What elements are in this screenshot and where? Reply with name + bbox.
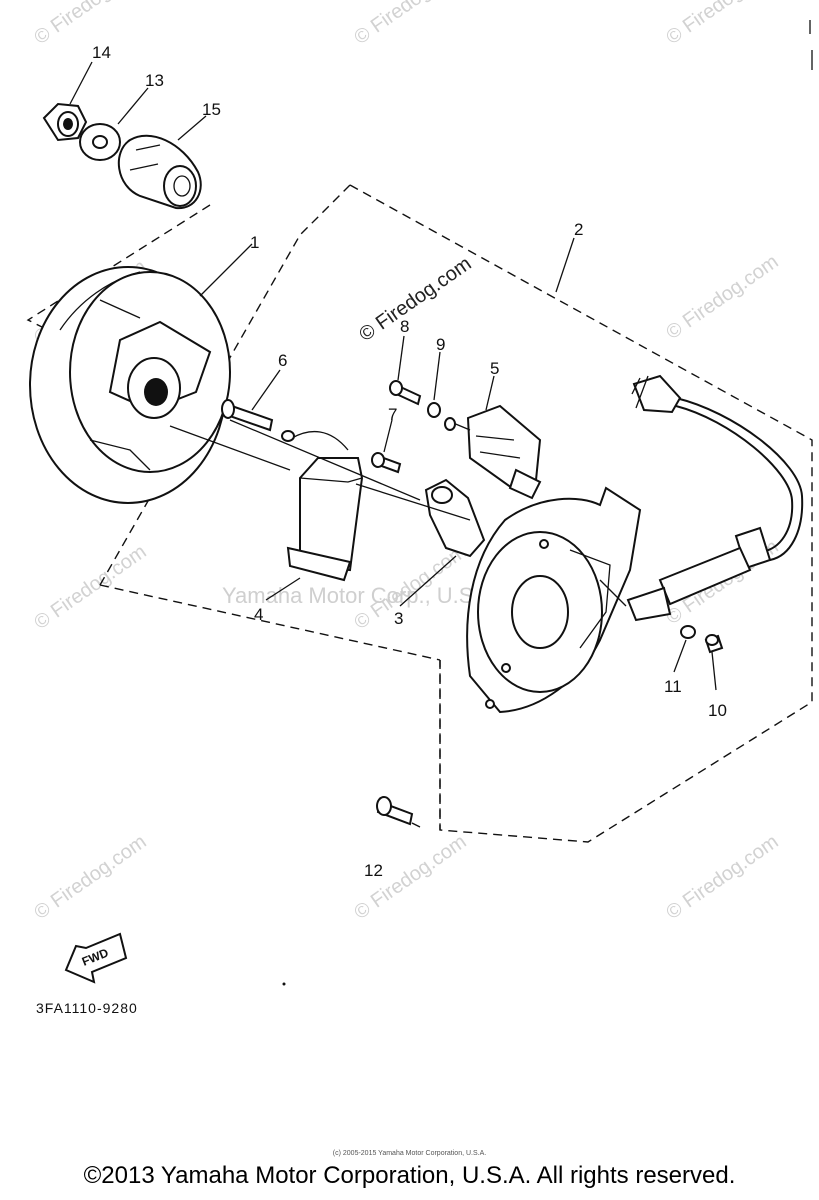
stray-dot [282, 982, 286, 986]
watermark-text: © Firedog.com [355, 253, 475, 346]
callout-11: 11 [664, 677, 682, 696]
watermark-text: © Firedog.com [30, 541, 150, 634]
screw-part [704, 634, 724, 654]
collar-part [117, 134, 202, 210]
wire-harness [626, 374, 804, 622]
callout-4: 4 [254, 605, 263, 624]
pickup-coil [424, 478, 486, 558]
stator-plate [466, 486, 642, 714]
callout-1: 1 [250, 233, 259, 252]
flywheel-rotor [29, 266, 231, 504]
callout-5: 5 [490, 359, 499, 378]
callout-14: 14 [92, 43, 111, 62]
watermark-text: © Firedog.com [662, 831, 782, 924]
watermark-text: © Firedog.com [662, 251, 782, 344]
callout-3: 3 [394, 609, 403, 628]
callout-6: 6 [278, 351, 287, 370]
fine-print: (c) 2005-2015 Yamaha Motor Corporation, … [332, 1150, 487, 1157]
terminal-block [444, 404, 542, 500]
callout-7: 7 [388, 405, 397, 424]
callout-labels: 14 13 15 1 2 6 8 9 5 7 4 3 11 10 12 [92, 43, 727, 880]
lock-washer-part [427, 402, 441, 418]
screw-part [376, 796, 414, 826]
callout-2: 2 [574, 220, 583, 239]
watermark-text: Yamaha Motor Corp., U.S.A. [222, 583, 500, 608]
charge-coil [281, 430, 364, 582]
callout-8: 8 [400, 317, 409, 336]
watermark-text: © Firedog.com [30, 0, 150, 49]
screw-part [371, 452, 402, 474]
callout-15: 15 [202, 100, 221, 119]
edge-mark [809, 20, 813, 70]
part-code: 3FA1110-9280 [36, 1000, 138, 1016]
watermark-text: © Firedog.com [350, 0, 470, 49]
screw-part [389, 380, 422, 406]
fwd-arrow: FWD [64, 932, 128, 984]
nut-part [42, 102, 88, 142]
lock-washer-part [680, 625, 696, 639]
watermark-text: © Firedog.com [662, 0, 782, 49]
watermark-text: © Firedog.com [30, 831, 150, 924]
copyright-notice: ©2013 Yamaha Motor Corporation, U.S.A. A… [83, 1162, 736, 1189]
screw-part [221, 399, 274, 432]
callout-13: 13 [145, 71, 164, 90]
callout-10: 10 [708, 701, 727, 720]
washer-part [79, 123, 121, 161]
leader-lines [69, 61, 717, 691]
callout-12: 12 [364, 861, 383, 880]
callout-9: 9 [436, 335, 445, 354]
